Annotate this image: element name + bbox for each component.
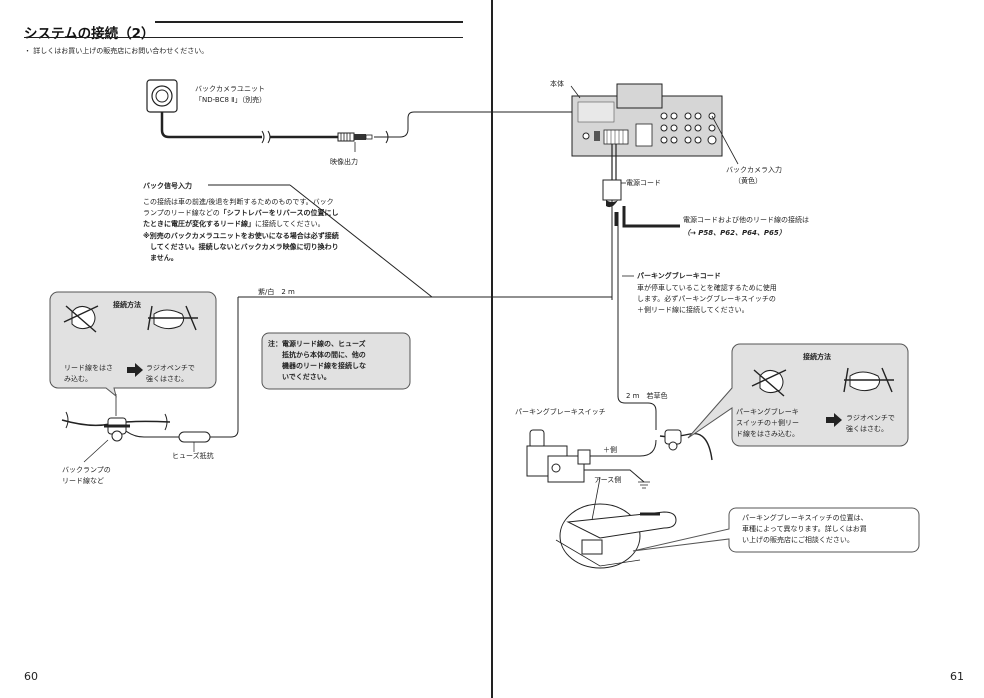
back-lamp-label-1: バックランプの	[62, 466, 111, 474]
parking-lever-icon	[555, 503, 677, 569]
back-signal-warning-2: してください。接続しないとバックカメラ映像に切り換わり	[143, 243, 339, 251]
camera-model-label: 「ND-BC8 Ⅱ」（別売）	[195, 96, 267, 104]
camera-icon	[146, 79, 178, 113]
unit-label: 本体	[550, 80, 564, 88]
fuse-label: ヒューズ抵抗	[172, 452, 214, 460]
step1-line1-right: パーキングブレーキ	[736, 408, 799, 416]
back-lamp-label-2: リード線など	[62, 477, 104, 485]
title-rule-top	[155, 21, 463, 23]
note-line-3: 機器のリード線を接続しな	[268, 362, 366, 370]
arrow-right-icon-2	[826, 413, 842, 427]
page-title: システムの接続（2）	[24, 26, 155, 42]
step2-line2-left: 強くはさむ。	[146, 375, 188, 383]
power-cord-label: 電源コード	[626, 179, 661, 187]
back-signal-text-1: この接続は車の前進/後退を判断するためのものです。バック	[143, 198, 334, 206]
video-connector-icon	[337, 132, 373, 142]
position-note-3: い上げの販売店にご相談ください。	[742, 536, 854, 544]
back-signal-warning-1: ※別売のバックカメラユニットをお使いになる場合は必ず接続	[143, 232, 339, 240]
head-unit-icon	[571, 83, 723, 157]
note-line-4: いでください。	[268, 373, 331, 381]
clamp-step2-right-icon	[843, 367, 894, 393]
arrow-right-icon	[127, 363, 143, 377]
parking-switch-label: パーキングブレーキスイッチ	[515, 408, 606, 416]
parking-cord-title: パーキングブレーキコード	[637, 272, 721, 280]
parking-switch-icon	[526, 429, 591, 483]
back-lamp-clamp-icon	[61, 411, 171, 442]
parking-cord-text-2: します。必ずパーキングブレーキスイッチの	[637, 295, 776, 303]
video-out-label: 映像出力	[330, 158, 358, 166]
step1-line1-left: リード線をはさ	[64, 364, 113, 372]
method-title-right: 接続方法	[803, 353, 831, 361]
power-ref-pages: （→ P58、P62、P64、P65）	[683, 229, 786, 237]
parking-wire-label: 2 m 若草色	[626, 392, 668, 400]
clamp-step1-right-icon	[751, 369, 787, 397]
clamp-step1-icon	[63, 305, 99, 333]
back-signal-text-3: たときに電圧が変化するリード線」に接続してください。	[143, 220, 325, 228]
page-spine	[491, 0, 493, 698]
step2-line1-left: ラジオペンチで	[146, 364, 195, 372]
camera-unit-label: バックカメラユニット	[195, 85, 265, 93]
step2-line1-right: ラジオペンチで	[846, 414, 895, 422]
clamp-step2-icon	[147, 305, 198, 331]
bullet-note: ・ 詳しくはお買い上げの販売店にお問い合わせください。	[24, 47, 209, 55]
page-number-right: 61	[950, 670, 964, 683]
step1-line2-left: み込む。	[64, 375, 92, 383]
earth-side-label: アース側	[594, 476, 622, 484]
parking-cord-text-1: 車が停車していることを確認するために使用	[637, 284, 777, 292]
back-signal-text-2: ランプのリード線などの「シフトレバーをリバースの位置にし	[143, 209, 339, 217]
parking-clamp-icon	[659, 429, 713, 461]
back-signal-title: バック信号入力	[143, 182, 192, 190]
camera-input-color: （黄色）	[734, 177, 762, 185]
parking-cord-text-3: ＋側リード線に接続してください。	[637, 306, 749, 314]
method-title-left: 接続方法	[113, 301, 141, 309]
page-number-left: 60	[24, 670, 38, 683]
back-signal-warning-3: ません。	[143, 254, 178, 262]
step1-line2-right: スイッチの＋側リー	[736, 419, 799, 427]
power-ref-line1: 電源コードおよび他のリード線の接続は	[683, 216, 809, 224]
purple-wire-label: 紫/白 2 m	[258, 288, 295, 296]
title-rule-bottom	[24, 37, 463, 38]
note-line-1: 注：電源リード線の、ヒューズ	[268, 340, 366, 348]
note-line-2: 抵抗から本体の間に、他の	[268, 351, 366, 359]
step1-line3-right: ド線をはさみ込む。	[736, 430, 799, 438]
plus-side-label: ＋側	[603, 446, 617, 454]
position-note-1: パーキングブレーキスイッチの位置は、	[742, 514, 868, 522]
position-note-2: 車種によって異なります。詳しくはお買	[742, 525, 867, 533]
camera-input-label: バックカメラ入力	[726, 166, 782, 174]
step2-line2-right: 強くはさむ。	[846, 425, 888, 433]
